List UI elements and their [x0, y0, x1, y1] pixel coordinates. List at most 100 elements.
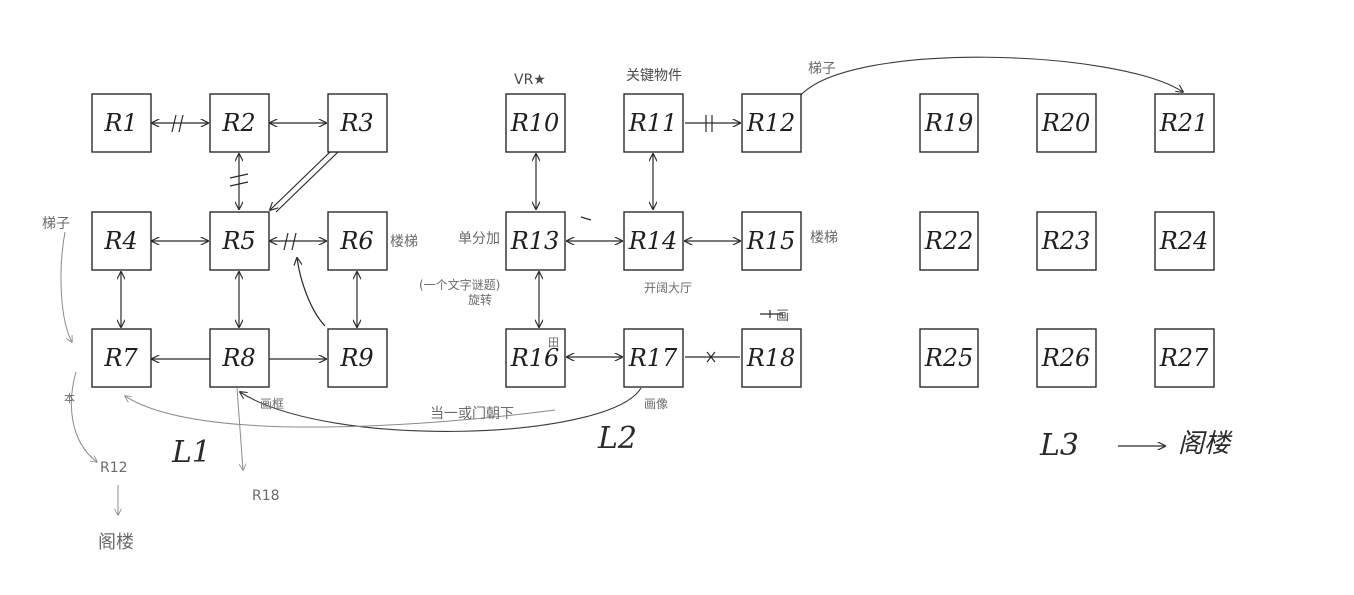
room-r9: R9 — [327, 328, 388, 388]
note-stairs-r15: 楼梯 — [810, 230, 838, 246]
edge-to-r7-curve — [125, 396, 556, 428]
room-r22: R22 — [919, 211, 979, 271]
room-label: R6 — [339, 227, 373, 255]
room-r25: R25 — [919, 328, 979, 388]
room-r21: R21 — [1154, 93, 1215, 153]
lock-mark — [229, 173, 249, 179]
lock-mark — [229, 181, 249, 187]
room-r19: R19 — [919, 93, 979, 153]
dash-mark — [580, 216, 592, 221]
note-open-hall: 开阔大厅 — [644, 281, 692, 295]
room-label: R4 — [103, 227, 137, 255]
note-single-room: 单分加 — [458, 231, 500, 247]
room-label: R1 — [103, 109, 137, 137]
room-r20: R20 — [1036, 93, 1097, 153]
room-label: R20 — [1041, 109, 1091, 137]
room-label: R14 — [628, 227, 678, 255]
room-r2: R2 — [209, 93, 270, 153]
room-r1: R1 — [91, 93, 152, 153]
room-r16: R16 — [505, 328, 566, 388]
edge-r9-r5-curve — [297, 258, 326, 327]
ladder-down-arrow — [70, 371, 97, 462]
room-label: R18 — [746, 344, 796, 372]
room-label: R13 — [510, 227, 560, 255]
room-r4: R4 — [91, 211, 152, 271]
edge-r3-r5 — [270, 151, 331, 210]
note-ladder-top: 梯子 — [808, 61, 836, 77]
room-label: R5 — [221, 227, 255, 255]
edge-r8-to-r18-ref — [236, 387, 243, 470]
room-r7: R7 — [91, 328, 152, 388]
room-r18: R18 — [741, 328, 802, 388]
lock-mark — [283, 232, 289, 251]
room-label: R11 — [628, 109, 678, 137]
room-label: R9 — [339, 344, 373, 372]
room-r26: R26 — [1036, 328, 1097, 388]
edge-r3-r5-second — [275, 151, 339, 213]
room-r14: R14 — [623, 211, 684, 271]
room-r5: R5 — [209, 211, 270, 271]
note-grid-mark: 田 — [548, 336, 559, 349]
room-r6: R6 — [327, 211, 388, 271]
note-stairs-r6: 楼梯 — [390, 234, 418, 250]
room-r13: R13 — [505, 211, 566, 271]
note-rotate: 旋转 — [468, 292, 492, 307]
room-label: R8 — [221, 344, 255, 372]
note-painting-r8: 画框 — [260, 397, 284, 411]
room-r11: R11 — [623, 93, 684, 153]
room-label: R24 — [1159, 227, 1209, 255]
level-label-l2: L2 — [597, 421, 637, 456]
room-label: R2 — [221, 109, 255, 137]
room-label: R27 — [1159, 344, 1209, 372]
room-label: R12 — [746, 109, 796, 137]
l3-rooms: R19 R20 R21 R22 R23 R24 R25 R26 R27 — [919, 93, 1215, 388]
note-r12-ref: R12 — [100, 460, 128, 476]
room-r17: R17 — [623, 328, 684, 388]
room-label: R17 — [628, 344, 678, 372]
room-r8: R8 — [209, 328, 270, 388]
l1-rooms: R1 R2 R3 R4 R5 R6 R7 R8 R9 — [91, 93, 388, 388]
note-vr: VR★ — [514, 72, 546, 88]
note-ladder-left: 梯子 — [42, 216, 70, 232]
lock-mark — [171, 114, 177, 133]
level-label-l3: L3 — [1039, 428, 1079, 463]
note-key-item: 关键物件 — [626, 68, 682, 84]
l3-target-label: 阁楼 — [1178, 429, 1233, 459]
ladder-arrow — [60, 231, 72, 342]
room-r12: R12 — [741, 93, 802, 153]
l1-connections — [121, 114, 642, 470]
room-r10: R10 — [505, 93, 566, 153]
note-painting-r18: 画 — [776, 309, 789, 324]
ladder-path — [60, 231, 118, 515]
room-label: R26 — [1041, 344, 1091, 372]
note-r18-ref: R18 — [252, 488, 280, 504]
room-r24: R24 — [1154, 211, 1215, 271]
level-label-l1: L1 — [171, 435, 211, 470]
room-label: R25 — [924, 344, 974, 372]
room-label: R15 — [746, 227, 796, 255]
room-r23: R23 — [1036, 211, 1097, 271]
room-label: R10 — [510, 109, 560, 137]
room-label: R7 — [103, 344, 138, 372]
room-label: R16 — [510, 344, 560, 372]
room-label: R23 — [1041, 227, 1091, 255]
l2-rooms: R10 R11 R12 R13 R14 R15 R16 R17 R18 — [505, 93, 802, 388]
note-small-mark: 本 — [64, 391, 75, 405]
edge-r17-r8-curve — [240, 387, 642, 432]
room-r3: R3 — [327, 93, 388, 153]
blocked-mark — [706, 351, 716, 363]
room-label: R3 — [339, 109, 373, 137]
note-puzzle: (一个文字谜题) — [419, 277, 500, 292]
lock-mark — [178, 114, 184, 133]
note-attic: 阁楼 — [98, 532, 134, 553]
edge-r12-r21-ladder — [799, 56, 1183, 97]
room-label: R19 — [924, 109, 974, 137]
notes: 梯子 楼梯 楼梯 梯子 VR★ 关键物件 单分加 (一个文字谜题) 旋转 开阔大… — [42, 61, 838, 553]
lock-mark — [291, 232, 297, 251]
l2-connections — [536, 56, 1183, 363]
room-label: R21 — [1159, 109, 1209, 137]
note-door: 当一或门朝下 — [430, 406, 514, 422]
room-r27: R27 — [1154, 328, 1215, 388]
